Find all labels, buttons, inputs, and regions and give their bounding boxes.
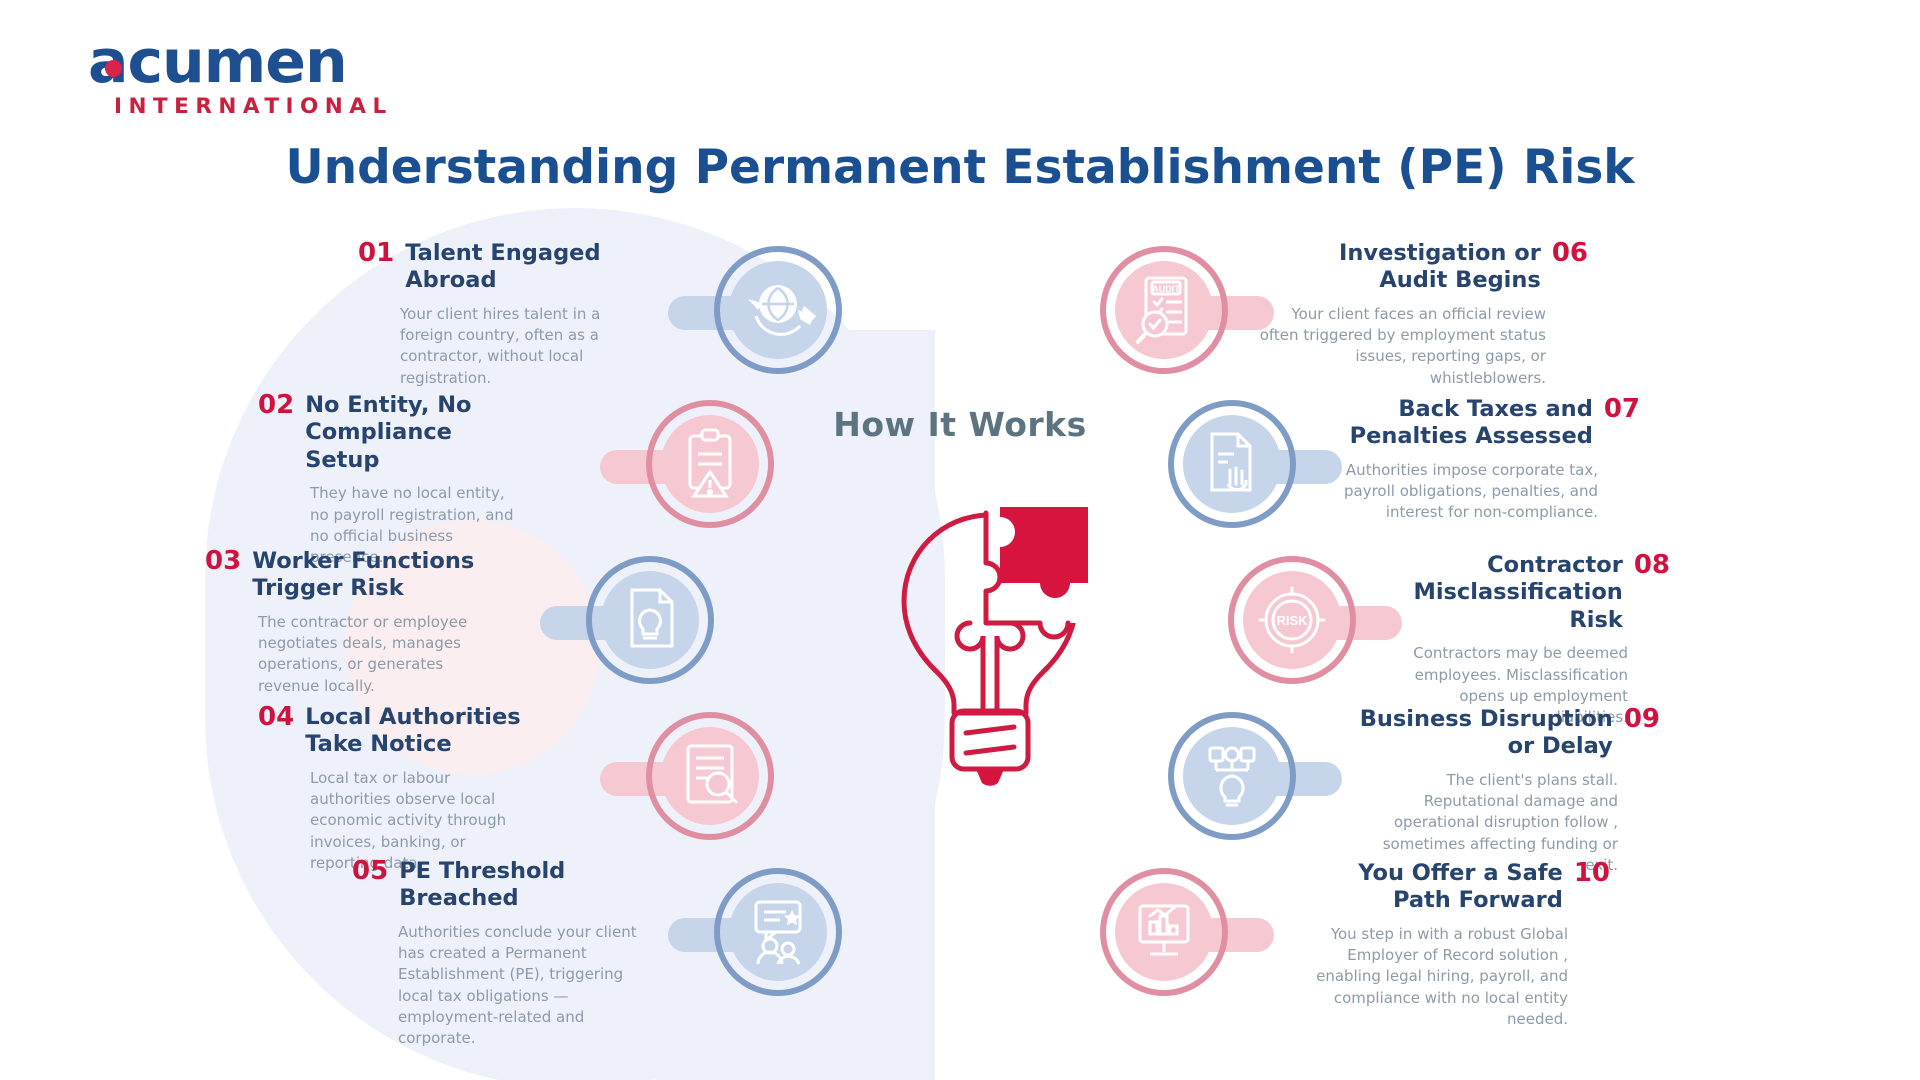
step-body: You step in with a robust Global Employe… <box>1316 924 1568 1029</box>
audit-magnifier-icon: AUDIT <box>1136 276 1188 344</box>
step-item-08: Contractor Misclassification Risk 08 Con… <box>1370 552 1670 729</box>
step-body: The contractor or employee negotiates de… <box>258 612 468 695</box>
globe-plane-icon <box>748 285 816 336</box>
lightbulb-document-icon <box>630 588 674 648</box>
svg-text:RISK: RISK <box>1276 613 1308 628</box>
step-body: Your client hires talent in a foreign co… <box>400 304 601 387</box>
document-search-icon <box>686 744 738 804</box>
step-heading: Investigation or Audit Begins <box>1339 240 1541 294</box>
step-heading: PE Threshold Breached <box>399 858 566 912</box>
step-item-04: 04 Local Authorities Take Notice Local t… <box>258 704 543 874</box>
step-number: 01 <box>358 238 395 268</box>
step-heading: No Entity, No Compliance Setup <box>305 392 472 473</box>
step-badge-01 <box>668 244 844 376</box>
step-body: Authorities conclude your client has cre… <box>398 922 637 1048</box>
step-badge-08: RISK <box>1226 554 1402 686</box>
org-chart-bulb-icon <box>1208 746 1256 807</box>
step-number: 06 <box>1551 238 1588 268</box>
step-body: Contractors may be deemed employees. Mis… <box>1413 644 1628 727</box>
step-item-03: 03 Worker Functions Trigger Risk The con… <box>205 548 495 697</box>
step-item-06: Investigation or Audit Begins 06 Your cl… <box>1258 240 1588 389</box>
step-item-07: Back Taxes and Penalties Assessed 07 Aut… <box>1300 396 1640 524</box>
step-heading: Local Authorities Take Notice <box>305 704 521 758</box>
step-item-05: 05 PE Threshold Breached Authorities con… <box>352 856 637 1050</box>
step-heading: Worker Functions Trigger Risk <box>252 548 475 602</box>
brand-logo: acumen INTERNATIONAL <box>88 32 393 119</box>
step-number: 05 <box>352 856 389 886</box>
lightbulb-puzzle-icon <box>890 505 1090 795</box>
step-badge-10 <box>1098 866 1274 998</box>
background-blob-pink <box>345 520 600 775</box>
step-badge-03 <box>540 554 716 686</box>
step-body: Local tax or labour authorities observe … <box>310 768 507 873</box>
step-body: Authorities impose corporate tax, payrol… <box>1343 460 1598 522</box>
people-review-icon <box>754 900 802 965</box>
step-heading: Business Disruption or Delay <box>1359 706 1613 760</box>
step-item-01: 01 Talent Engaged Abroad Your client hir… <box>358 240 608 389</box>
logo-subtitle: INTERNATIONAL <box>114 94 393 119</box>
step-badge-02 <box>600 398 776 530</box>
step-body: The client's plans stall. Reputational d… <box>1382 770 1618 875</box>
step-heading: Talent Engaged Abroad <box>405 240 601 294</box>
step-body: They have no local entity, no payroll re… <box>310 484 514 567</box>
step-heading: Contractor Misclassification Risk <box>1413 552 1623 633</box>
risk-gauge-icon: RISK <box>1258 586 1326 654</box>
step-number: 09 <box>1623 704 1660 734</box>
step-badge-05 <box>668 866 844 998</box>
step-badge-09 <box>1166 710 1342 842</box>
step-number: 04 <box>258 702 295 732</box>
step-number: 07 <box>1603 394 1640 424</box>
step-number: 08 <box>1633 550 1670 580</box>
monitor-growth-icon <box>1138 904 1190 956</box>
page-title: Understanding Permanent Establishment (P… <box>285 140 1635 195</box>
logo-wordmark: acumen <box>88 27 348 97</box>
step-body: Your client faces an official review oft… <box>1259 304 1546 387</box>
step-heading: You Offer a Safe Path Forward <box>1358 860 1563 914</box>
step-badge-04 <box>600 710 776 842</box>
step-badge-06: AUDIT <box>1098 244 1274 376</box>
svg-text:AUDIT: AUDIT <box>1152 284 1180 294</box>
logo-dot-icon <box>105 60 122 77</box>
how-it-works-label: How It Works <box>833 405 1087 444</box>
step-item-10: You Offer a Safe Path Forward 10 You ste… <box>1280 860 1610 1030</box>
step-item-02: 02 No Entity, No Compliance Setup They h… <box>258 392 533 569</box>
step-heading: Back Taxes and Penalties Assessed <box>1349 396 1593 450</box>
step-badge-07 <box>1166 398 1342 530</box>
step-item-09: Business Disruption or Delay 09 The clie… <box>1330 706 1660 876</box>
tax-document-hand-icon <box>1210 432 1252 492</box>
step-number: 02 <box>258 390 295 420</box>
clipboard-alert-icon <box>688 428 732 498</box>
step-number: 10 <box>1573 858 1610 888</box>
step-number: 03 <box>205 546 242 576</box>
